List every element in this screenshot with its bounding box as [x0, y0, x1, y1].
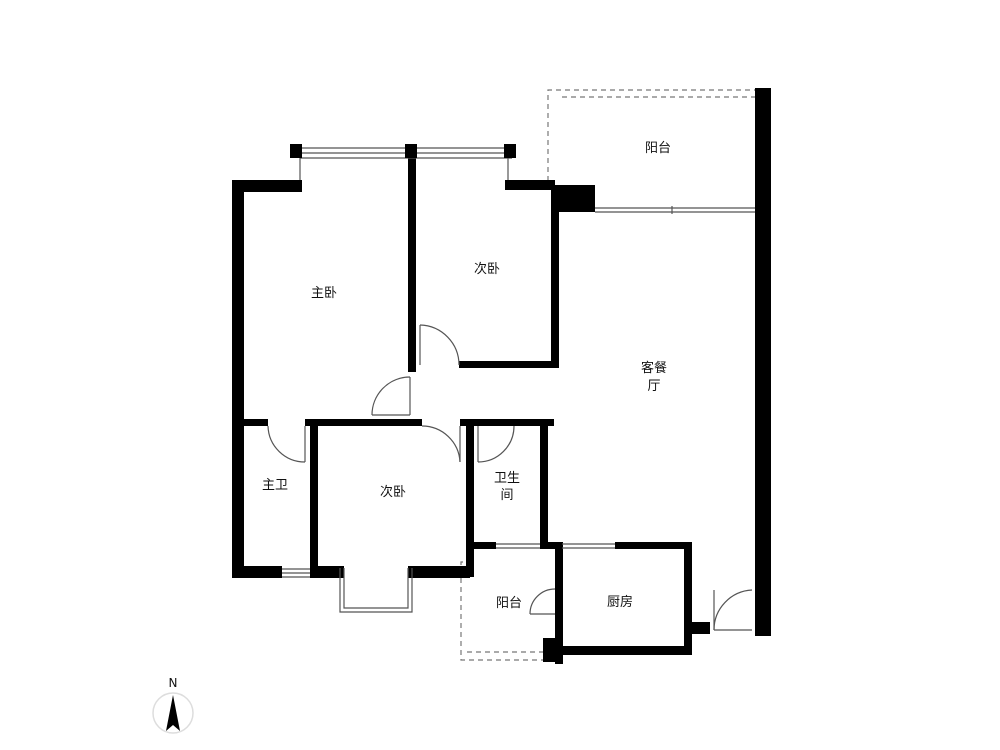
compass-ring: [152, 692, 194, 734]
north-compass: N: [152, 676, 194, 734]
room-label-master-bedroom: 主卧: [311, 286, 337, 301]
room-label-second-bedroom-south: 次卧: [380, 484, 406, 500]
balcony-outlines: [460, 89, 764, 661]
walls: [232, 88, 771, 664]
room-label-bathroom-2: 间: [500, 488, 513, 503]
room-label-living-dining-1: 客餐: [641, 360, 667, 376]
room-label-bathroom-1: 卫生: [494, 471, 520, 486]
room-labels: 阳台 主卧 次卧 客餐 厅 主卫 次卧 卫生 间 阳台 厨房: [262, 141, 671, 611]
room-label-balcony-south: 阳台: [496, 596, 522, 611]
room-label-master-bath: 主卫: [262, 478, 288, 493]
door-swings: [267, 324, 753, 631]
room-label-kitchen: 厨房: [607, 594, 633, 610]
room-label-balcony-north: 阳台: [645, 141, 671, 156]
room-label-second-bedroom-north: 次卧: [474, 261, 500, 277]
compass-arrow-icon: [166, 695, 180, 731]
compass-label: N: [169, 676, 178, 690]
room-label-living-dining-2: 厅: [647, 379, 660, 394]
window-posts: [290, 144, 516, 180]
